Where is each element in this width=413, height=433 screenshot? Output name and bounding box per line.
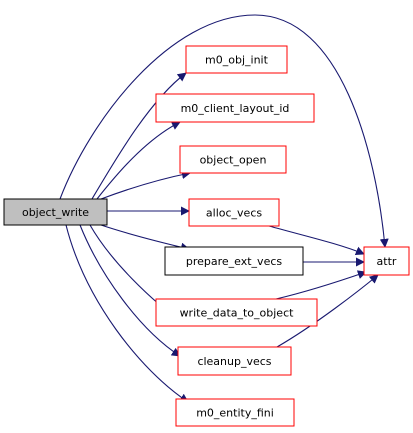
node-label: write_data_to_object	[180, 307, 295, 320]
node-object-open[interactable]: object_open	[179, 145, 287, 174]
node-alloc-vecs[interactable]: alloc_vecs	[188, 198, 280, 227]
node-label: object_open	[200, 154, 267, 167]
node-box	[175, 398, 295, 427]
node-box	[3, 198, 108, 226]
node-write-data-to-object[interactable]: write_data_to_object	[155, 298, 318, 327]
edge-cleanup-vecs-to-attr	[276, 274, 379, 348]
edge-object-write-to-attr	[59, 14, 389, 248]
node-box	[179, 145, 287, 174]
node-label: m0_entity_fini	[196, 407, 274, 420]
node-label: object_write	[22, 206, 89, 219]
node-box	[363, 246, 410, 276]
node-box	[164, 246, 304, 276]
node-box	[155, 298, 318, 327]
node-cleanup-vecs[interactable]: cleanup_vecs	[177, 346, 292, 376]
node-label: m0_client_layout_id	[181, 102, 290, 115]
node-box	[177, 346, 292, 376]
edge-write-data-to-object-to-attr	[275, 270, 367, 300]
node-label: attr	[377, 255, 397, 268]
node-prepare-ext-vecs[interactable]: prepare_ext_vecs	[164, 246, 304, 276]
node-label: alloc_vecs	[206, 207, 262, 220]
node-m0-entity-fini[interactable]: m0_entity_fini	[175, 398, 295, 427]
edge-alloc-vecs-to-attr	[268, 225, 365, 256]
edge-object-write-to-prepare-ext-vecs	[100, 224, 190, 252]
node-box	[155, 93, 315, 123]
edges-layer	[59, 14, 389, 403]
node-m0-client-layout-id[interactable]: m0_client_layout_id	[155, 93, 315, 123]
node-box	[185, 45, 288, 74]
node-label: m0_obj_init	[205, 54, 269, 67]
node-attr[interactable]: attr	[363, 246, 410, 276]
nodes-layer: object_write m0_obj_init m0_client_layout_…	[3, 45, 410, 427]
node-m0-obj-init[interactable]: m0_obj_init	[185, 45, 288, 74]
node-label: prepare_ext_vecs	[186, 255, 283, 268]
edge-object-write-to-cleanup-vecs	[79, 224, 181, 357]
node-object-write[interactable]: object_write	[3, 198, 108, 226]
edge-object-write-to-m0-obj-init	[91, 72, 187, 200]
edge-object-write-to-m0-client-layout-id	[96, 121, 181, 200]
node-box	[188, 198, 280, 227]
edge-object-write-to-m0-entity-fini	[65, 224, 189, 403]
edge-object-write-to-object-open	[100, 170, 191, 200]
node-label: cleanup_vecs	[197, 355, 271, 368]
